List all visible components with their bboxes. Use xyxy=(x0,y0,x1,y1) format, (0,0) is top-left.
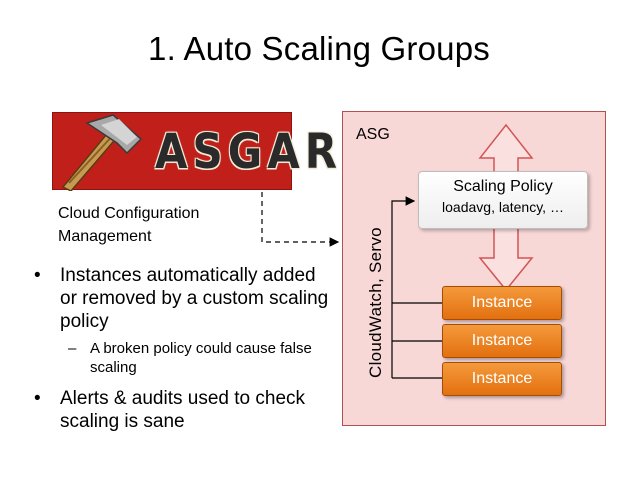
monitor-connector xyxy=(391,196,416,378)
bullet-text: Alerts & audits used to check scaling is… xyxy=(60,388,306,432)
caption-line-2: Management xyxy=(58,228,152,245)
bullet-item: • Alerts & audits used to check scaling … xyxy=(34,387,334,433)
logo-caption: Cloud Configuration Management xyxy=(58,202,248,248)
sub-bullet-text: A broken policy could cause false scalin… xyxy=(90,340,312,376)
bullet-text: Instances automatically added or removed… xyxy=(60,265,329,332)
sub-bullet-item: – A broken policy could cause false scal… xyxy=(34,339,334,377)
bullet-dot: • xyxy=(34,388,41,409)
cloudwatch-servo-label: CloudWatch, Servo xyxy=(366,227,385,378)
instance-box: Instance xyxy=(442,286,562,320)
asg-label: ASG xyxy=(356,126,390,143)
asgard-logo: ASGARD xyxy=(52,112,377,191)
dashed-connector xyxy=(261,192,340,247)
scaling-policy-metrics: loadavg, latency, … xyxy=(442,199,564,215)
scaling-policy-box: Scaling Policy loadavg, latency, … xyxy=(418,171,588,229)
hammer-icon xyxy=(61,114,143,191)
instance-box: Instance xyxy=(442,362,562,396)
instance-box: Instance xyxy=(442,324,562,358)
bullet-dot: • xyxy=(34,265,41,286)
scaling-policy-title: Scaling Policy xyxy=(453,178,553,195)
slide-title: 1. Auto Scaling Groups xyxy=(148,30,490,67)
sub-bullet-dash: – xyxy=(68,340,77,357)
caption-line-1: Cloud Configuration xyxy=(58,205,200,222)
bullet-list: • Instances automatically added or remov… xyxy=(34,264,334,433)
bullet-item: • Instances automatically added or remov… xyxy=(34,264,334,333)
asgard-logo-text: ASGARD xyxy=(155,123,382,180)
